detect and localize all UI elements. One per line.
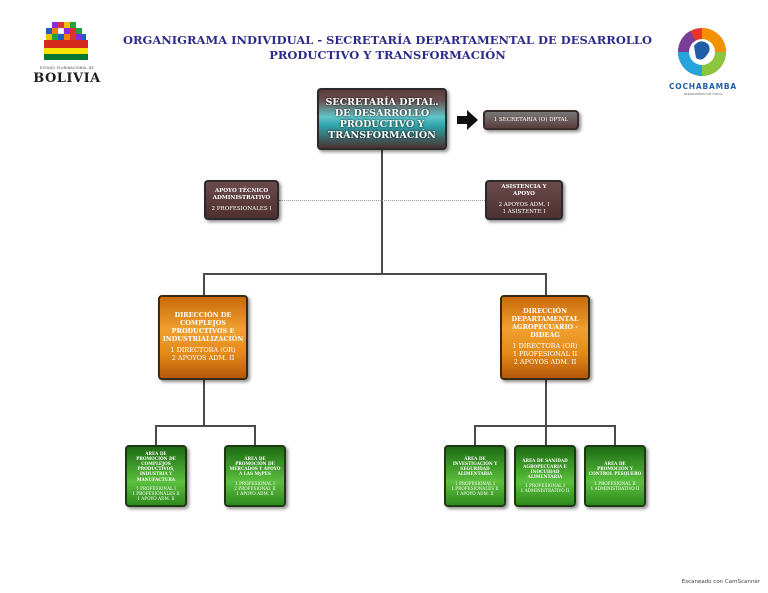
asistencia-name: ASISTENCIA Y APOYO [501,184,547,197]
connector-right-drop [545,273,547,295]
area-staff: 1 PROFESIONAL I [235,480,275,486]
connector-g4-drop [545,425,547,445]
direccion-agro-staff-1: 1 DIRECTORA (OR) [512,342,578,351]
secretaria-staff-label: 1 SECRETARIA (O) DPTAL [493,117,569,123]
connector-main-vertical [381,150,383,274]
area-staff: 1 ADMINISTRATIVO II [520,488,570,494]
connector-right-sub-horizontal [474,425,615,427]
area-box-investigacion: ÁREA DE INVESTIGACIÓN Y SEGURIDAD ALIMEN… [444,445,506,507]
area-name: ÁREA DE PROMOCIÓN DE MERCADOS Y APOYO A … [229,455,281,477]
area-box-sanidad: ÁREA DE SANIDAD AGROPECUARIA E INOCUIDAD… [514,445,576,507]
secretaria-name: SECRETARÍA DPTAL. DE DESARROLLO PRODUCTI… [325,97,439,141]
connector-top-horizontal [203,273,546,275]
area-staff: 1 PROFESIONALES II [451,485,499,491]
connector-g5-drop [614,425,616,445]
asistencia-staff-1: 2 APOYOS ADM. I [498,202,550,208]
bolivia-emblem-icon [44,22,88,60]
camscanner-watermark: Escaneado con CamScanner [681,579,760,585]
area-name: ÁREA DE INVESTIGACIÓN Y SEGURIDAD ALIMEN… [452,455,498,477]
area-staff: 1 PROFESIONALES II [132,491,180,496]
area-staff: 1 PROFESIONAL I [455,480,495,486]
direccion-agro-staff-3: 2 APOYOS ADM. II [513,357,577,366]
connector-g2-drop [254,425,256,445]
cochabamba-logo-tagline: DEPARTAMENTO DE TODOS [683,92,723,96]
direccion-complejos-name: DIRECCIÓN DE COMPLEJOS PRODUCTIVOS E IND… [162,311,244,343]
area-staff: 2 PROFESIONAL II [234,485,276,491]
connector-right-sub-vertical [545,380,547,426]
asistencia-box: ASISTENCIA Y APOYO 2 APOYOS ADM. I 1 ASI… [485,180,563,220]
direccion-agro-box: DIRECCIÓN DEPARTAMENTAL AGROPECUARIO - D… [500,295,590,380]
asistencia-staff-2: 1 ASISTENTE I [502,209,546,215]
area-staff: 1 APOYO ADM. II [137,496,175,502]
area-staff: 1 PROFESIONAL II [594,480,636,486]
apoyo-tecnico-staff: 2 PROFESIONALES I [211,205,272,212]
area-staff: 1 PROFESIONAL I [136,485,176,491]
area-box-pesquero: ÁREA DE PROMOCIÓN Y CONTROL PESQUERO 1 P… [584,445,646,507]
apoyo-tecnico-name: APOYO TÉCNICO ADMINISTRATIVO [212,187,271,201]
area-box-mercados: ÁREA DE PROMOCIÓN DE MERCADOS Y APOYO A … [224,445,286,507]
direccion-agro-staff-2: 1 PROFESIONAL II [512,350,578,359]
connector-g3-drop [474,425,476,445]
secretaria-staff-box: 1 SECRETARIA (O) DPTAL [483,110,579,130]
direccion-complejos-staff-1: 1 DIRECTORA (OR) [170,346,236,355]
connector-g1-drop [155,425,157,445]
connector-support-dotted [279,200,485,201]
area-name: ÁREA DE PROMOCIÓN DE COMPLEJOS PRODUCTIV… [136,450,176,482]
page-title: ORGANIGRAMA INDIVIDUAL - SECRETARÍA DEPA… [122,33,653,62]
area-staff: 1 ADMINISTRATIVO II [590,485,640,491]
cochabamba-emblem-icon [677,28,726,76]
area-box-complejos: ÁREA DE PROMOCIÓN DE COMPLEJOS PRODUCTIV… [125,445,187,507]
arrow-right-icon [457,110,478,130]
direccion-complejos-staff-2: 2 APOYOS ADM. II [171,354,235,363]
area-staff: 1 APOYO ADM. II [236,491,274,496]
direccion-agro-name: DIRECCIÓN DEPARTAMENTAL AGROPECUARIO - D… [511,307,579,339]
area-staff: 1 PROFESIONAL I [525,483,565,489]
area-staff: 1 APOYO ADM. II [456,491,494,496]
area-name: ÁREA DE SANIDAD AGROPECUARIA E INOCUIDAD… [522,458,568,479]
bolivia-logo-name: BOLIVIA [33,71,101,86]
connector-left-sub-horizontal [155,425,255,427]
cochabamba-logo-name: COCHABAMBA [669,82,737,91]
area-name: ÁREA DE PROMOCIÓN Y CONTROL PESQUERO [588,460,642,477]
direccion-complejos-box: DIRECCIÓN DE COMPLEJOS PRODUCTIVOS E IND… [158,295,248,380]
connector-left-drop [203,273,205,295]
bolivia-logo-caption: ESTADO PLURINACIONAL DE [40,66,94,70]
secretaria-box: SECRETARÍA DPTAL. DE DESARROLLO PRODUCTI… [317,88,447,150]
apoyo-tecnico-box: APOYO TÉCNICO ADMINISTRATIVO 2 PROFESION… [204,180,279,220]
connector-left-sub-vertical [203,380,205,426]
